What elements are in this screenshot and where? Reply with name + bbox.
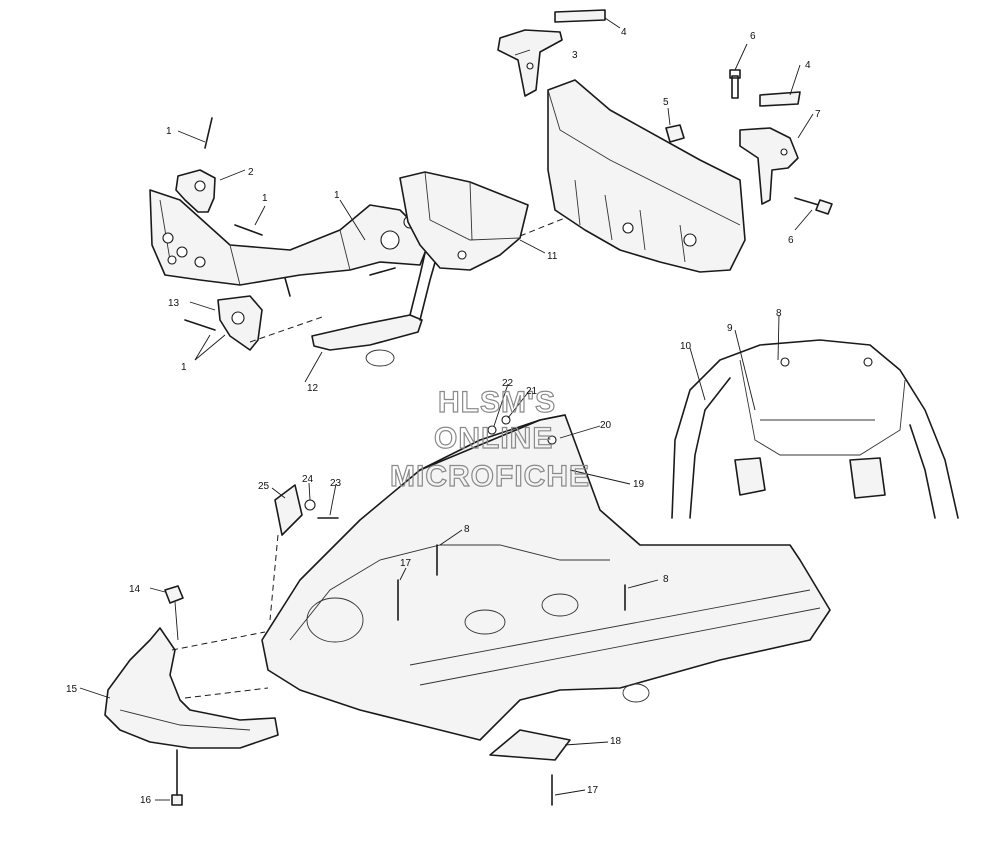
callout-9: 9 — [727, 323, 733, 334]
callout-18: 18 — [610, 736, 622, 747]
callout-labels: 1 1 1 1 2 3 4 4 5 6 6 7 8 8 8 9 10 11 12… — [66, 27, 821, 806]
rear-frame-assembly — [497, 9, 833, 273]
callout-8: 8 — [776, 308, 782, 319]
callout-3: 3 — [572, 50, 578, 61]
callout-23: 23 — [330, 478, 342, 489]
callout-2: 2 — [248, 167, 254, 178]
lower-crossmember-12 — [249, 239, 441, 367]
callout-21: 21 — [526, 386, 538, 397]
bulkhead-11 — [399, 171, 586, 271]
callout-22: 22 — [502, 378, 514, 389]
callout-6: 6 — [750, 31, 756, 42]
callout-16: 16 — [140, 795, 152, 806]
cutaway-view — [671, 339, 959, 519]
small-hardware — [164, 415, 626, 806]
callout-1: 1 — [262, 193, 268, 204]
callout-20: 20 — [600, 420, 612, 431]
callout-1: 1 — [334, 190, 340, 201]
callout-25: 25 — [258, 481, 270, 492]
leader-lines — [79, 17, 814, 801]
callout-12: 12 — [307, 383, 319, 394]
front-bumper-15 — [104, 627, 279, 749]
callout-10: 10 — [680, 341, 692, 352]
callout-6: 6 — [788, 235, 794, 246]
callout-24: 24 — [302, 474, 314, 485]
callout-11: 11 — [547, 251, 558, 262]
callout-7: 7 — [815, 109, 821, 120]
belly-pan-19 — [261, 414, 831, 741]
watermark: HLSM'S ONLINE MICROFICHE — [389, 385, 590, 493]
callout-13: 13 — [168, 298, 180, 309]
watermark-line-2: ONLINE — [434, 422, 553, 455]
callout-17: 17 — [587, 785, 599, 796]
callout-5: 5 — [663, 97, 669, 108]
front-frame-assembly — [149, 117, 431, 351]
callout-1: 1 — [181, 362, 187, 373]
callout-19: 19 — [633, 479, 645, 490]
watermark-line-3: MICROFICHE — [390, 460, 590, 493]
callout-4: 4 — [805, 60, 811, 71]
callout-1: 1 — [166, 126, 172, 137]
callout-14: 14 — [129, 584, 141, 595]
watermark-line-1: HLSM'S — [438, 386, 556, 419]
callout-8: 8 — [464, 524, 470, 535]
callout-15: 15 — [66, 684, 78, 695]
callout-8: 8 — [663, 574, 669, 585]
callout-17: 17 — [400, 558, 412, 569]
callout-4: 4 — [621, 27, 627, 38]
